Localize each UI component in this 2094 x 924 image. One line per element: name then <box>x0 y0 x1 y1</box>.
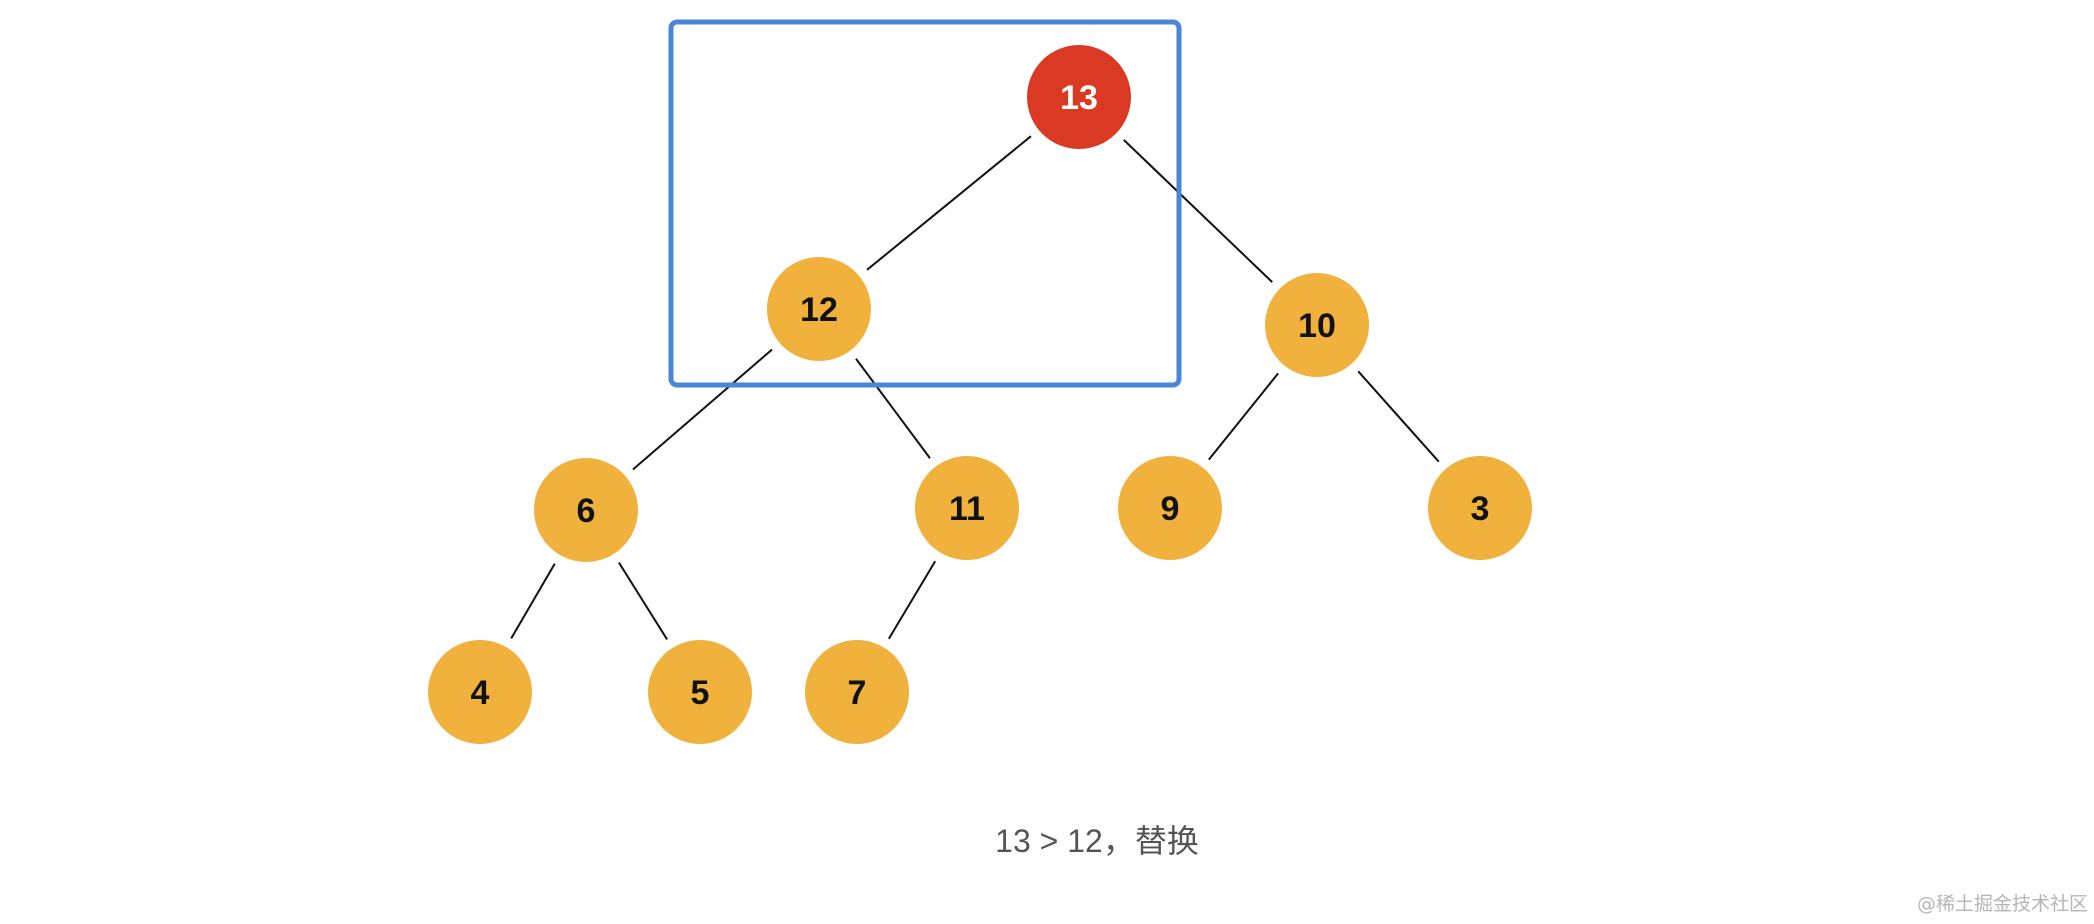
nodes-layer: 13 12 10 6 11 9 3 4 5 7 <box>428 45 1532 744</box>
node-value-label: 13 <box>1060 79 1098 117</box>
tree-node-13: 13 <box>1027 45 1131 149</box>
node-circle <box>915 456 1019 560</box>
node-value-label: 4 <box>471 674 490 712</box>
node-value-label: 3 <box>1471 490 1490 528</box>
node-value-label: 9 <box>1161 490 1180 528</box>
node-circle <box>1428 456 1532 560</box>
node-value-label: 10 <box>1298 307 1336 345</box>
tree-node-7: 7 <box>805 640 909 744</box>
edge-n11-n7 <box>887 560 937 640</box>
tree-node-9: 9 <box>1118 456 1222 560</box>
node-circle <box>648 640 752 744</box>
node-value-label: 11 <box>949 490 985 528</box>
tree-node-11: 11 <box>915 456 1019 560</box>
node-circle <box>1027 45 1131 149</box>
comparison-highlight-box <box>668 19 1182 388</box>
tree-node-12: 12 <box>767 257 871 361</box>
tree-node-5: 5 <box>648 640 752 744</box>
tree-node-4: 4 <box>428 640 532 744</box>
watermark: @稀土掘金技术社区 <box>1916 893 2088 915</box>
edge-n12-n6 <box>632 348 773 471</box>
node-value-label: 7 <box>848 674 867 712</box>
node-circle <box>428 640 532 744</box>
edge-n10-n3 <box>1357 370 1440 463</box>
edge-n13-n10 <box>1123 139 1273 283</box>
node-value-label: 5 <box>691 674 710 712</box>
node-value-label: 6 <box>577 492 596 530</box>
edge-n10-n9 <box>1208 372 1279 461</box>
node-circle <box>534 458 638 562</box>
tree-node-10: 10 <box>1265 273 1369 377</box>
node-circle <box>1118 456 1222 560</box>
node-circle <box>805 640 909 744</box>
tree-node-6: 6 <box>534 458 638 562</box>
node-value-label: 12 <box>800 291 838 329</box>
step-caption: 13 > 12，替换 <box>995 823 1199 859</box>
node-circle <box>767 257 871 361</box>
node-circle <box>1265 273 1369 377</box>
edge-n6-n4 <box>510 563 556 639</box>
edge-n13-n12 <box>866 135 1032 271</box>
tree-node-3: 3 <box>1428 456 1532 560</box>
edge-n6-n5 <box>618 562 668 640</box>
edge-n12-n11 <box>855 358 931 459</box>
edges-layer <box>510 135 1440 640</box>
